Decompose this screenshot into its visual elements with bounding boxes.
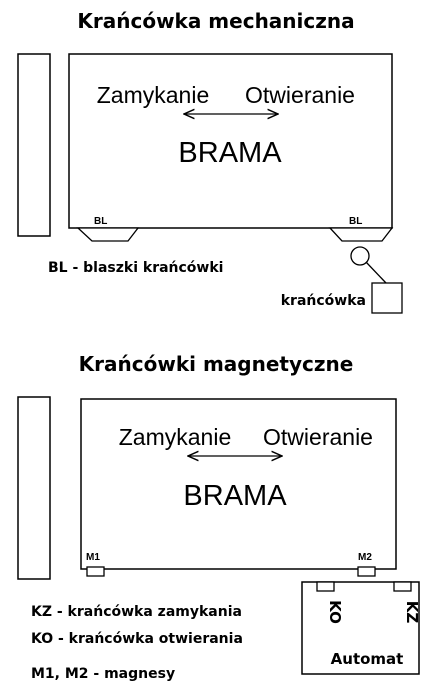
limit-switch-box	[371, 282, 403, 314]
legend-bl: BL - blaszki krańcówki	[48, 260, 223, 276]
automat-label: Automat	[331, 650, 404, 668]
magnet-label-m1: M1	[86, 552, 100, 563]
legend-m: M1, M2 - magnesy	[31, 666, 175, 682]
closing-label-2: Zamykanie	[119, 424, 231, 450]
sensor-kz	[393, 581, 412, 592]
bl-label-right: BL	[349, 216, 362, 227]
switch-lever	[365, 261, 387, 284]
ko-label: KO	[326, 600, 344, 624]
kz-label: KZ	[403, 601, 421, 624]
legend-kz: KZ - krańcówka zamykania	[31, 604, 242, 620]
post-2	[17, 396, 51, 580]
gate-2	[80, 398, 397, 570]
switch-label: krańcówka	[281, 293, 366, 309]
gate-label-2: BRAMA	[183, 480, 287, 512]
bl-label-left: BL	[94, 216, 107, 227]
bl-plate-right	[328, 227, 394, 242]
post-1	[17, 53, 51, 237]
bl-plate-left	[76, 227, 140, 242]
section1-title: Krańcówka mechaniczna	[77, 9, 354, 33]
opening-label-1: Otwieranie	[245, 82, 355, 108]
automat-box	[301, 581, 420, 675]
switch-roller	[350, 246, 370, 266]
legend-ko: KO - krańcówka otwierania	[31, 631, 243, 647]
closing-label-1: Zamykanie	[97, 82, 209, 108]
magnet-m1	[86, 566, 105, 577]
opening-label-2: Otwieranie	[263, 424, 373, 450]
magnet-label-m2: M2	[358, 552, 372, 563]
magnet-m2	[357, 566, 376, 577]
gate-label-1: BRAMA	[178, 137, 282, 169]
section2-title: Krańcówki magnetyczne	[79, 352, 354, 376]
gate-1	[68, 53, 393, 229]
sensor-ko	[316, 581, 335, 592]
